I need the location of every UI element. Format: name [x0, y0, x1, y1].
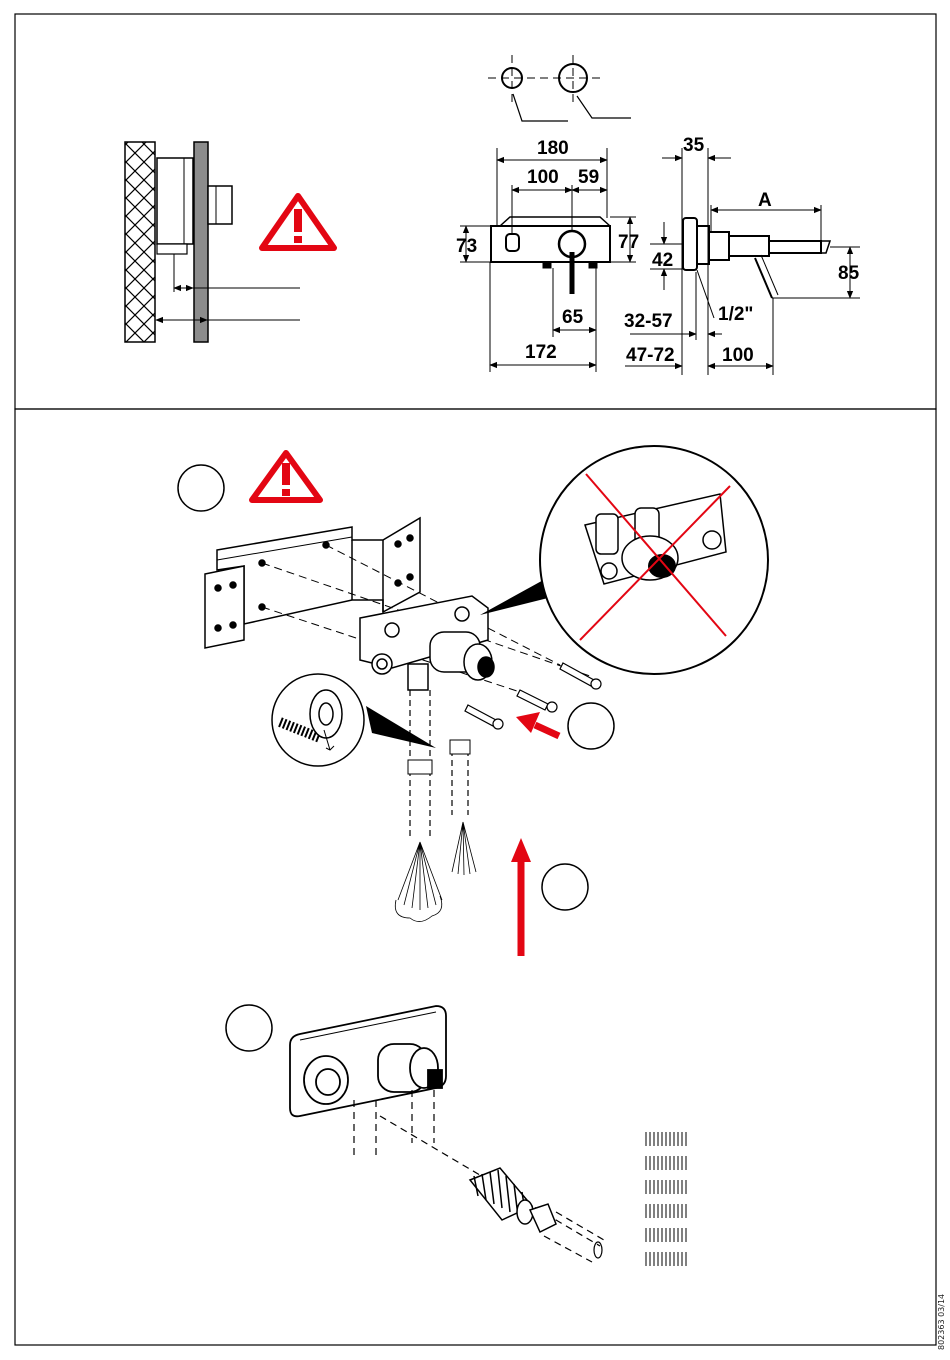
step-circle-1	[178, 465, 224, 511]
outlet-position-symbols	[488, 55, 631, 121]
dim-65: 65	[562, 307, 584, 328]
document-code: 802363 03/14	[937, 1294, 946, 1350]
tiles-texture	[646, 1132, 686, 1266]
water-spray-hot	[395, 842, 442, 922]
valve-body	[360, 596, 494, 690]
warning-icon	[262, 196, 334, 248]
step-circle-3	[542, 864, 588, 910]
dim-77: 77	[618, 232, 639, 253]
bottom-panel-border	[15, 409, 936, 1345]
pressure-test-arrow	[511, 838, 531, 956]
dim-73: 73	[456, 236, 477, 257]
water-spray-cold	[452, 822, 476, 875]
warning-icon	[252, 453, 320, 500]
dim-85: 85	[838, 263, 860, 284]
dim-47-72: 47-72	[626, 345, 675, 366]
dim-42: 42	[652, 250, 673, 271]
dim-59: 59	[578, 167, 599, 188]
dim-100: 100	[527, 167, 559, 188]
threaded-fitting	[470, 1168, 556, 1232]
step-circle-2	[568, 703, 614, 749]
dim-172: 172	[525, 342, 557, 363]
push-arrow	[516, 712, 559, 736]
dim-a: A	[758, 190, 772, 211]
pipe-threads	[408, 740, 470, 774]
dim-35: 35	[683, 135, 705, 156]
incorrect-orientation-detail	[480, 446, 768, 674]
valve-housing	[290, 1006, 446, 1116]
dim-180: 180	[537, 138, 569, 159]
dim-half-inch: 1/2"	[718, 304, 753, 325]
dim-32-57: 32-57	[624, 311, 673, 332]
connection-pipes	[354, 1090, 600, 1246]
dim-100-side: 100	[722, 345, 754, 366]
step-circle-4	[226, 1005, 272, 1051]
